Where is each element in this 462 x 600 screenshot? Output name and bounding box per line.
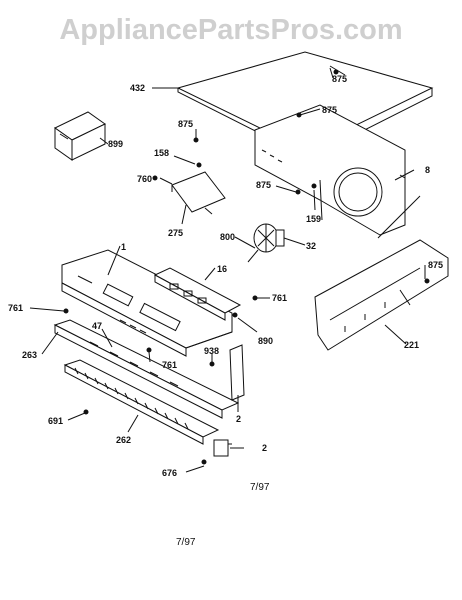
callout-691: 691 [48, 416, 63, 426]
callout-275: 275 [168, 228, 183, 238]
callout-676: 676 [162, 468, 177, 478]
callout-16: 16 [217, 264, 227, 274]
callout-32: 32 [306, 241, 316, 251]
callout-760: 760 [137, 174, 152, 184]
callout-875-bracket: 875 [178, 119, 193, 129]
callout-8: 8 [425, 165, 430, 175]
callout-2-lower: 2 [262, 443, 267, 453]
callout-1: 1 [121, 242, 126, 252]
callout-875-top: 875 [332, 74, 347, 84]
watermark: AppliancePartsPros.com [59, 14, 403, 46]
bracket-275 [171, 171, 226, 215]
callout-899: 899 [108, 139, 123, 149]
rear-housing [254, 104, 406, 236]
vent-grille-262 [63, 359, 220, 445]
date-code-center: 7/97 [176, 537, 196, 548]
callout-2-upper: 2 [236, 414, 241, 424]
motor-32 [247, 223, 285, 263]
callout-262: 262 [116, 435, 131, 445]
end-clip-2-lower [213, 439, 232, 457]
callout-761-right: 761 [272, 293, 287, 303]
control-panel-1 [61, 249, 233, 357]
callout-875-cover: 875 [322, 105, 337, 115]
date-code-right: 7/97 [250, 482, 270, 493]
callout-761-left: 761 [8, 303, 23, 313]
callout-159: 159 [306, 214, 321, 224]
callout-875-side: 875 [428, 260, 443, 270]
callout-221: 221 [404, 340, 419, 350]
callout-890: 890 [258, 336, 273, 346]
callout-263: 263 [22, 350, 37, 360]
callout-158: 158 [154, 148, 169, 158]
part-899-box [54, 111, 106, 161]
display-board-16 [153, 267, 242, 321]
callout-761-center: 761 [162, 360, 177, 370]
leader-lines [29, 67, 426, 473]
end-cap-2-upper [229, 344, 245, 401]
callout-labels: 432 875 875 8 899 875 158 760 875 159 27… [8, 74, 443, 478]
callout-938: 938 [204, 346, 219, 356]
callout-47: 47 [92, 321, 102, 331]
callout-875-housing: 875 [256, 180, 271, 190]
side-panel-221 [314, 239, 449, 351]
callout-800: 800 [220, 232, 235, 242]
callout-432: 432 [130, 83, 145, 93]
